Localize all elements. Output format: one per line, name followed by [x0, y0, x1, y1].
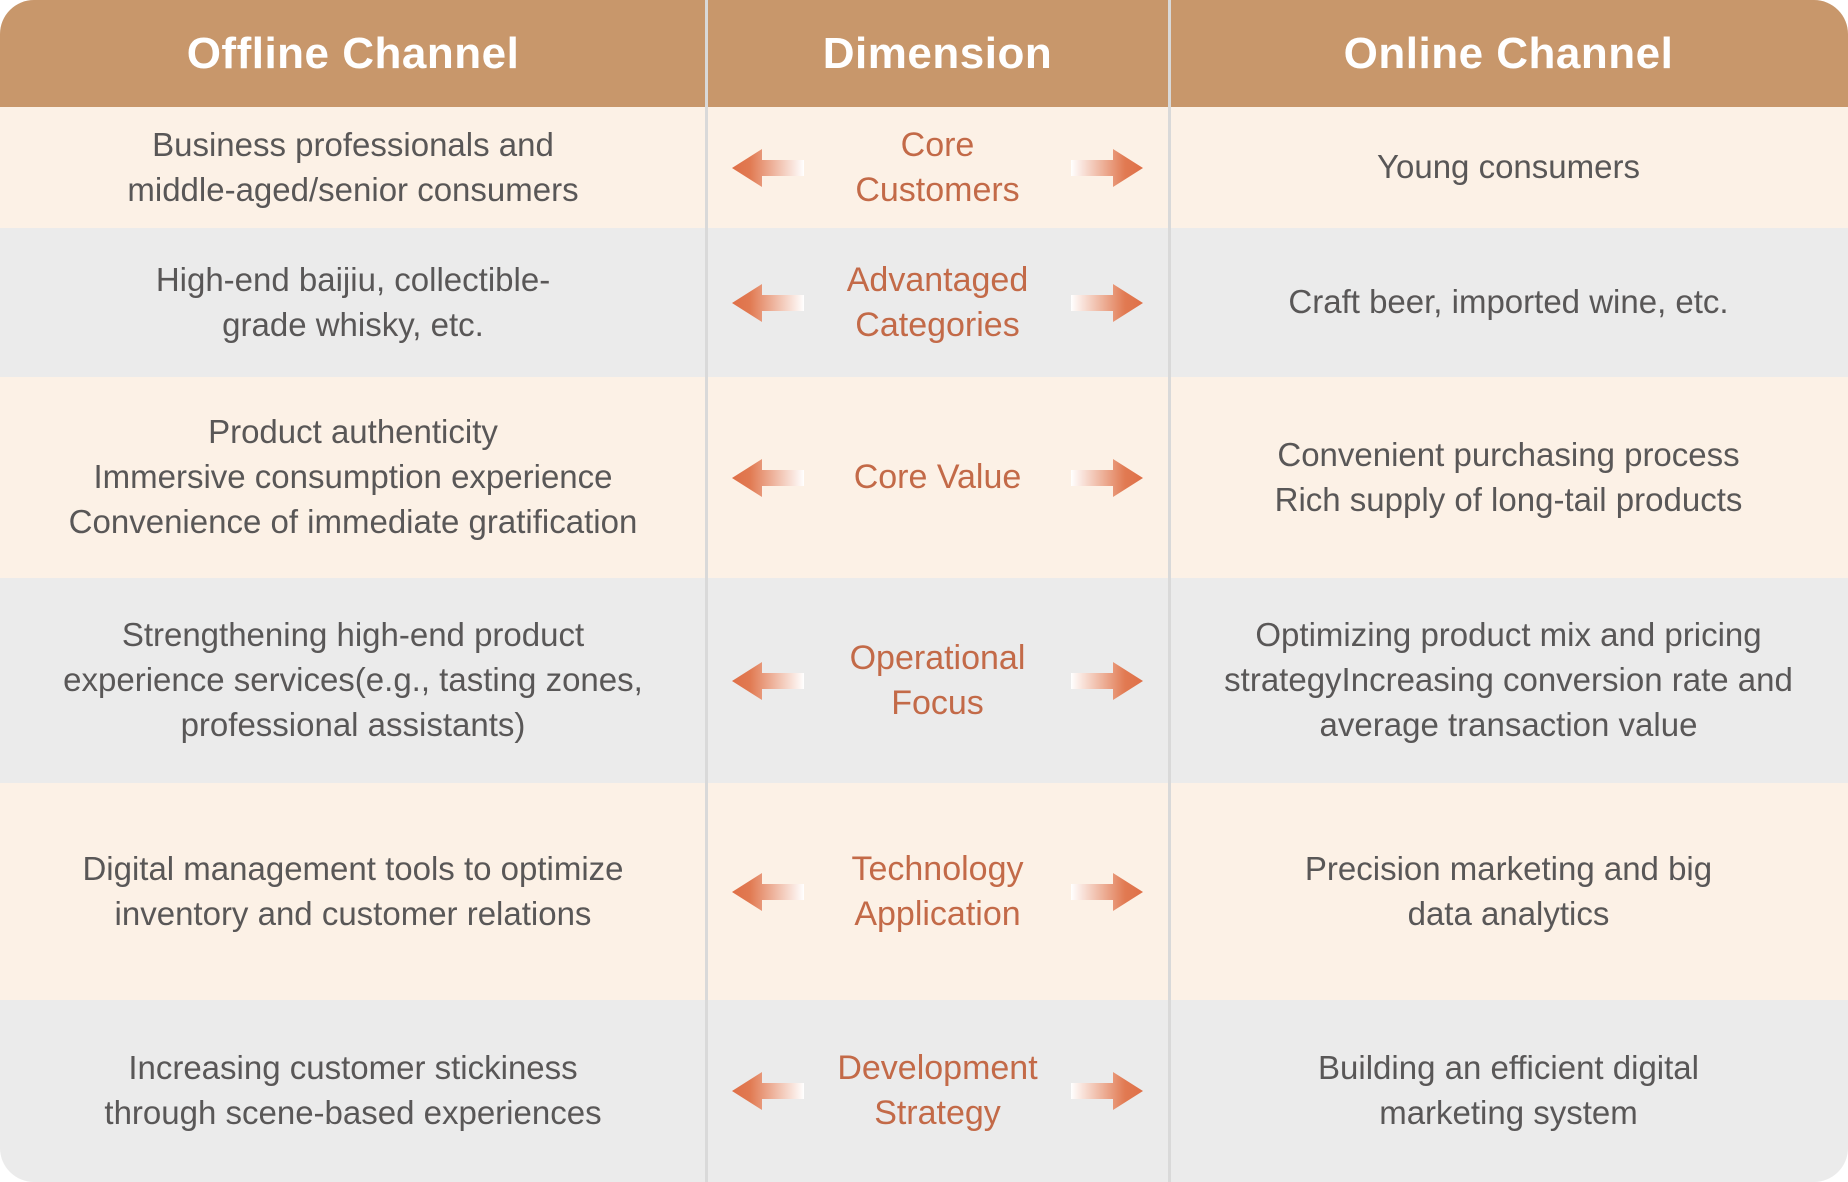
dimension-label: Development Strategy	[837, 1049, 1038, 1132]
offline-cell-core-customers: Business professionals and middle-aged/s…	[0, 107, 706, 228]
online-cell-operational-focus: Optimizing product mix and pricing strat…	[1169, 578, 1848, 783]
left-arrow-icon	[732, 283, 804, 322]
left-arrow-icon	[732, 1072, 804, 1110]
dimension-label: Core Customers	[855, 125, 1020, 209]
left-arrow-icon	[732, 148, 804, 187]
header-dimension: Dimension	[706, 0, 1169, 107]
offline-cell-technology-application: Digital management tools to optimize inv…	[0, 783, 706, 1000]
offline-cell-operational-focus: Strengthening high-end product experienc…	[0, 578, 706, 783]
online-cell-core-customers: Young consumers	[1169, 107, 1848, 228]
offline-cell-advantaged-categories: High-end baijiu, collectible- grade whis…	[0, 228, 706, 377]
offline-cell-development-strategy: Increasing customer stickiness through s…	[0, 1000, 706, 1182]
dimension-cell-advantaged-categories: Advantaged Categories	[706, 228, 1169, 377]
dimension-label: Operational Focus	[849, 638, 1026, 722]
right-arrow-icon	[1071, 661, 1143, 700]
dimension-label: Technology Application	[851, 849, 1024, 933]
column-divider	[1168, 0, 1171, 1182]
right-arrow-icon	[1071, 872, 1143, 911]
left-arrow-icon	[732, 458, 804, 497]
header-online-channel: Online Channel	[1169, 0, 1848, 107]
left-arrow-icon	[732, 661, 804, 700]
dimension-cell-technology-application: Technology Application	[706, 783, 1169, 1000]
dimension-cell-development-strategy: Development Strategy	[706, 1000, 1169, 1182]
right-arrow-icon	[1071, 148, 1143, 187]
dimension-label: Advantaged Categories	[846, 260, 1029, 344]
dimension-cell-core-value: Core Value	[706, 377, 1169, 578]
dimension-cell-core-customers: Core Customers	[706, 107, 1169, 228]
offline-cell-core-value: Product authenticity Immersive consumpti…	[0, 377, 706, 578]
left-arrow-icon	[732, 872, 804, 911]
online-cell-core-value: Convenient purchasing process Rich suppl…	[1169, 377, 1848, 578]
dimension-label: Core Value	[853, 458, 1022, 497]
right-arrow-icon	[1071, 1072, 1143, 1110]
online-cell-development-strategy: Building an efficient digital marketing …	[1169, 1000, 1848, 1182]
online-cell-technology-application: Precision marketing and big data analyti…	[1169, 783, 1848, 1000]
dimension-cell-operational-focus: Operational Focus	[706, 578, 1169, 783]
header-offline-channel: Offline Channel	[0, 0, 706, 107]
online-cell-advantaged-categories: Craft beer, imported wine, etc.	[1169, 228, 1848, 377]
column-divider	[705, 0, 708, 1182]
right-arrow-icon	[1071, 458, 1143, 497]
right-arrow-icon	[1071, 283, 1143, 322]
